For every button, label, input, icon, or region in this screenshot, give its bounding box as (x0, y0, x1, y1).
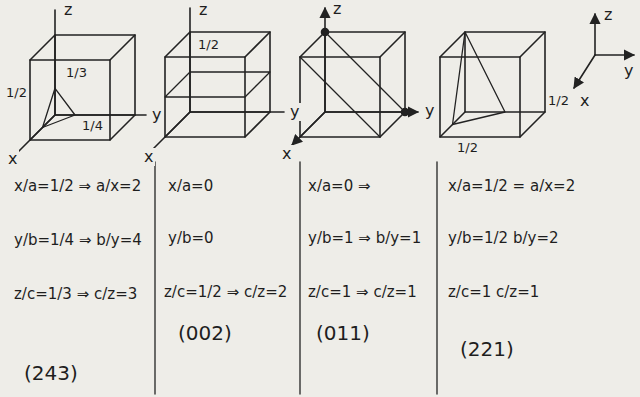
axis-letter: y (423, 102, 436, 120)
axis-letter: z (62, 1, 74, 19)
axis-letter: y (150, 106, 163, 124)
cube-three (292, 8, 418, 145)
miller-index: (221) (458, 338, 516, 360)
axis-letter: x (142, 148, 155, 166)
equation: y/b=0 (166, 230, 216, 247)
cube-one (14, 10, 146, 156)
axis-letter: x (578, 92, 591, 110)
intercept-dot (402, 109, 409, 116)
equation: y/b=1 ⇒ b/y=1 (306, 230, 423, 247)
axis-letter: y (288, 103, 301, 121)
intercept-fraction: 1/2 (196, 38, 221, 52)
equation: z/c=1/3 ⇒ c/z=3 (12, 286, 139, 303)
equation: z/c=1 ⇒ c/z=1 (306, 284, 419, 301)
equation: x/a=0 ⇒ (306, 178, 373, 195)
axis-letter: z (197, 1, 209, 19)
intercept-dot (322, 29, 329, 36)
cube-two (152, 8, 284, 150)
equation: x/a=1/2 ⇒ a/x=2 (12, 178, 143, 195)
axis-letter: z (602, 6, 614, 24)
equation: z/c=1 c/z=1 (446, 284, 541, 301)
axis-letter: x (6, 150, 19, 168)
equation: x/a=1/2 = a/x=2 (446, 178, 577, 195)
intercept-fraction: 1/2 (455, 141, 480, 155)
intercept-fraction: 1/3 (64, 66, 89, 80)
equation: y/b=1/2 b/y=2 (446, 230, 561, 247)
intercept-fraction: 1/2 (546, 94, 571, 108)
miller-index: (243) (22, 362, 80, 384)
axis-letter: y (622, 62, 635, 80)
intercept-fraction: 1/4 (80, 119, 105, 133)
equation: y/b=1/4 ⇒ b/y=4 (12, 232, 144, 249)
axis-letter: x (280, 145, 293, 163)
axis-letter: z (331, 0, 343, 18)
equation: z/c=1/2 ⇒ c/z=2 (162, 284, 289, 301)
intercept-fraction: 1/2 (4, 86, 29, 100)
cube-four (440, 32, 545, 137)
equation: x/a=0 (166, 178, 215, 195)
column-divider (155, 162, 437, 394)
miller-index: (002) (176, 322, 234, 344)
miller-index: (011) (314, 322, 372, 344)
